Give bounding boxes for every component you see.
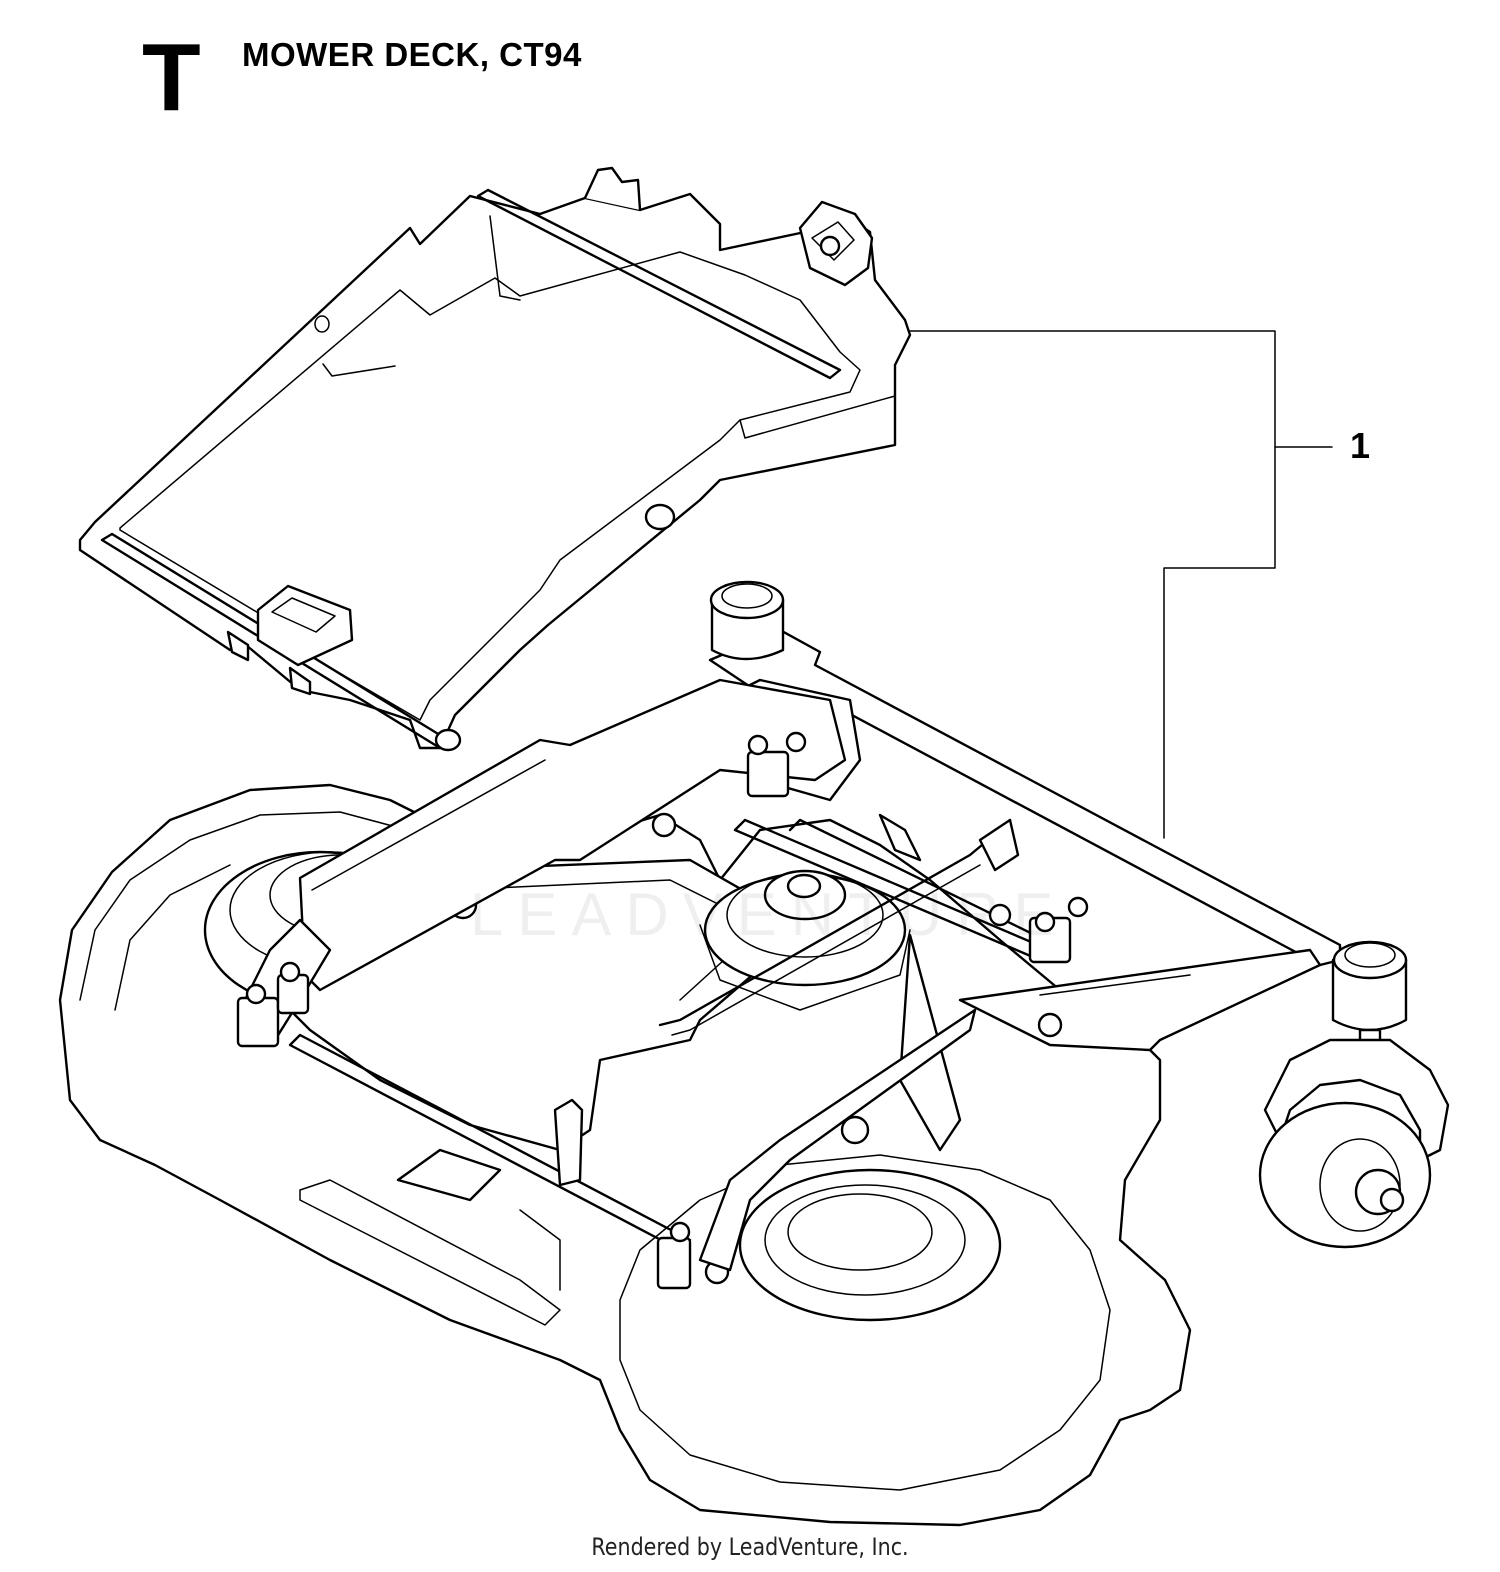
page-title: MOWER DECK, CT94 (242, 36, 582, 73)
lift-frame-assembly (78, 166, 912, 752)
deck-lift-linkage (236, 628, 1342, 1290)
leadventure-watermark: LEADVENTURE (470, 881, 1068, 948)
section-letter: T (142, 24, 201, 131)
footer-credit: Rendered by LeadVenture, Inc. (591, 1533, 909, 1561)
callout-1-leader (909, 330, 1333, 839)
caster-wheel-assembly (709, 580, 1450, 1249)
callout-label-1[interactable]: 1 (1350, 425, 1371, 466)
